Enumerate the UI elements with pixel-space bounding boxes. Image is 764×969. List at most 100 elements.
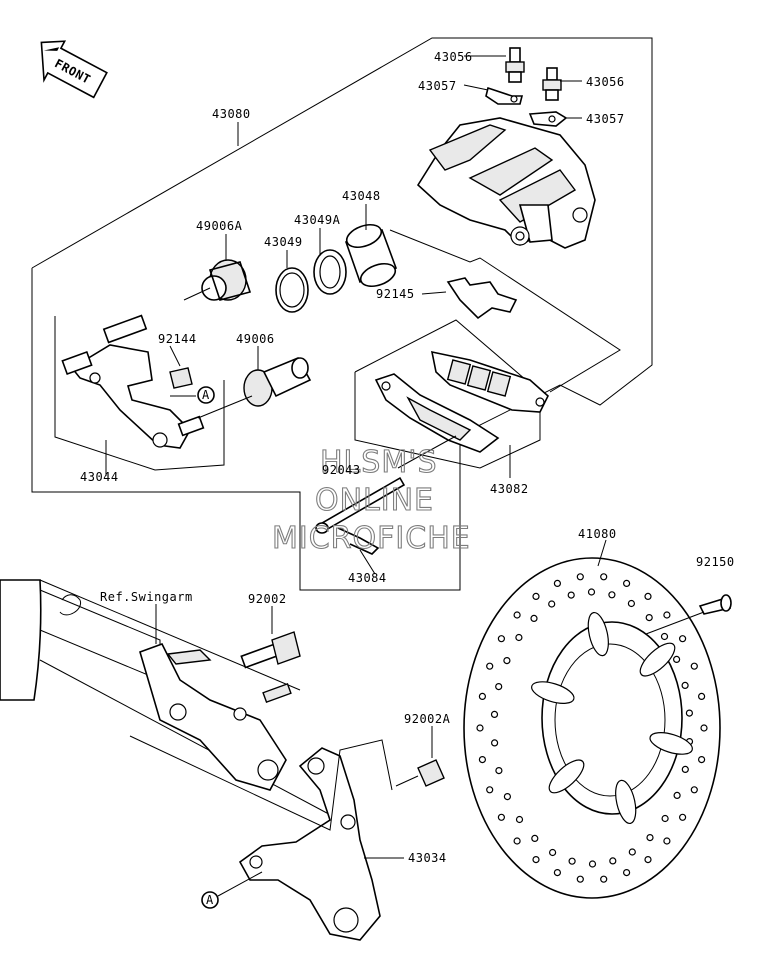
disc-drill-hole xyxy=(548,848,557,857)
disc-drill-hole xyxy=(587,588,596,596)
label-43084: 43084 xyxy=(348,571,387,585)
disc-drill-hole xyxy=(600,573,608,581)
label-ref-swingarm: Ref.Swingarm xyxy=(100,590,193,604)
pad-pin-holder xyxy=(169,367,193,389)
label-92150: 92150 xyxy=(696,555,735,569)
torque-arm-guide xyxy=(129,735,393,831)
caliper-bracket xyxy=(61,314,205,449)
disc-drill-hole xyxy=(645,613,653,622)
disc-drill-hole xyxy=(673,791,681,800)
disc-drill-hole xyxy=(646,833,654,842)
label-43082: 43082 xyxy=(490,482,529,496)
watermark: HLSM'S ONLINE MICROFICHE xyxy=(271,444,471,556)
pad-sub-boundary xyxy=(354,319,541,469)
disc-drill-hole xyxy=(622,579,631,588)
disc-lightening-slot xyxy=(587,611,609,657)
callout-a-lower: A xyxy=(201,891,219,909)
pad-spring xyxy=(446,277,518,320)
disc-drill-hole xyxy=(681,681,689,690)
disc-drill-hole xyxy=(663,837,671,845)
disc-drill-hole xyxy=(588,860,597,868)
label-43048: 43048 xyxy=(342,189,381,203)
disc-drill-hole xyxy=(697,692,706,701)
bleeder-cap-right xyxy=(528,111,568,127)
disc-bolt xyxy=(698,594,732,615)
disc-drill-hole xyxy=(681,765,689,774)
disc-drill-hole xyxy=(491,739,499,747)
disc-drill-hole xyxy=(478,755,486,764)
slide-pin-boot xyxy=(243,356,312,407)
disc-drill-hole xyxy=(663,611,671,619)
disc-drill-hole xyxy=(609,857,617,865)
label-49006: 49006 xyxy=(236,332,275,346)
svg-text:ONLINE: ONLINE xyxy=(315,483,434,518)
pin-sub-boundary xyxy=(299,492,460,591)
disc-drill-hole xyxy=(576,875,584,883)
svg-text:HLSM'S: HLSM'S xyxy=(320,445,438,480)
disc-lightening-slot xyxy=(531,681,575,704)
swingarm xyxy=(0,579,341,821)
disc-lightening-slot xyxy=(639,642,676,677)
disc-drill-hole xyxy=(622,868,631,877)
disc-drill-hole xyxy=(644,855,652,864)
pad-pin-clip xyxy=(337,527,380,555)
disc-drill-hole xyxy=(532,592,540,601)
bleeder-valve-lower xyxy=(542,67,562,101)
leader-lines xyxy=(105,55,607,859)
bracket-sub-boundary xyxy=(54,316,225,471)
disc-drill-hole xyxy=(661,814,669,823)
disc-drill-hole xyxy=(495,682,503,691)
disc-drill-hole xyxy=(678,813,687,821)
swingarm-bracket xyxy=(139,643,287,791)
disc-drill-hole xyxy=(548,600,556,608)
label-43034: 43034 xyxy=(408,851,447,865)
piston-seal-dust xyxy=(313,249,347,295)
disc-drill-hole xyxy=(515,815,524,824)
label-92144: 92144 xyxy=(158,332,197,346)
disc-drill-hole xyxy=(476,724,484,732)
label-43057-left: 43057 xyxy=(418,79,457,93)
pad-pin xyxy=(315,476,406,534)
label-92145: 92145 xyxy=(376,287,415,301)
disc-drill-hole xyxy=(490,710,499,719)
disc-drill-hole xyxy=(513,837,521,845)
disc-drill-hole xyxy=(513,611,521,619)
caliper-body xyxy=(416,117,596,249)
label-43056-upper: 43056 xyxy=(434,50,473,64)
label-43049: 43049 xyxy=(264,235,303,249)
disc-drill-hole xyxy=(628,848,636,856)
disc-drill-hole xyxy=(530,614,538,623)
disc-drill-hole xyxy=(690,786,698,794)
disc-drill-hole xyxy=(532,855,540,864)
disc-drill-hole xyxy=(503,792,511,801)
disc-lightening-slot xyxy=(649,732,693,755)
label-43049A: 43049A xyxy=(294,213,341,227)
disc-drill-hole xyxy=(553,868,562,877)
brake-disc xyxy=(463,557,721,899)
label-49006A: 49006A xyxy=(196,219,243,233)
label-92043: 92043 xyxy=(322,463,361,477)
disc-drill-hole xyxy=(531,834,539,843)
disc-drill-hole xyxy=(678,635,687,643)
slide-pin-boot-a xyxy=(201,259,252,301)
brake-pad-front xyxy=(374,373,500,453)
disc-drill-hole xyxy=(478,692,486,701)
torque-arm-bolt xyxy=(395,759,445,787)
part-labels: 43080 43056 43056 43057 43057 43048 4304… xyxy=(80,50,735,865)
disc-drill-hole xyxy=(486,662,494,670)
callout-a-upper: A xyxy=(197,386,215,404)
label-43056-lower: 43056 xyxy=(586,75,625,89)
label-41080: 41080 xyxy=(578,527,617,541)
label-43044: 43044 xyxy=(80,470,119,484)
front-arrow-icon: FRONT xyxy=(40,40,108,99)
disc-drill-hole xyxy=(627,599,636,608)
svg-text:A: A xyxy=(206,893,214,907)
piston-seal xyxy=(275,267,309,313)
disc-drill-hole xyxy=(600,875,608,883)
brake-pad-rear xyxy=(430,350,549,413)
svg-text:MICROFICHE: MICROFICHE xyxy=(272,521,471,556)
caliper-piston xyxy=(344,223,398,288)
stud-bolt xyxy=(262,682,292,704)
disc-drill-hole xyxy=(495,766,503,775)
